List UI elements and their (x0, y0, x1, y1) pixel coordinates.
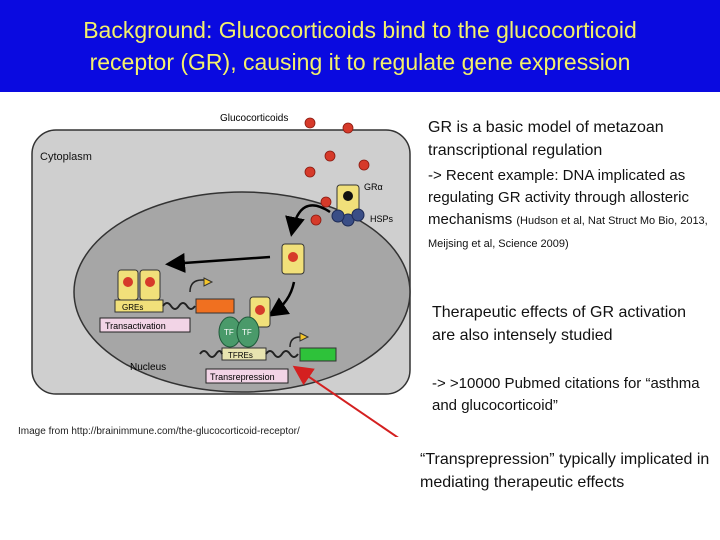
nucleus-region (73, 191, 411, 393)
title-line-1: Background: Glucocorticoids bind to the … (83, 17, 637, 43)
nucleus-label: Nucleus (130, 362, 166, 373)
bullet-recent-example-main: -> Recent example: DNA implicated as reg… (428, 167, 689, 228)
tfre-dna: TFREs (199, 332, 337, 362)
bullet-recent-example: -> Recent example: DNA implicated as reg… (428, 165, 718, 255)
glucocorticoids-label: Glucocorticoids (220, 113, 288, 124)
annotation-arrow (292, 365, 399, 437)
title-banner: Background: Glucocorticoids bind to the … (0, 0, 720, 92)
gres-label: GREs (122, 303, 143, 312)
nuclear-translocation-arrow (165, 252, 271, 273)
bullet-gr-model: GR is a basic model of metazoan transcri… (428, 119, 664, 159)
gr-hsp-complex (331, 184, 365, 227)
hsps-label: HSPs (370, 214, 394, 224)
gr-monomer (249, 296, 271, 328)
bullet-recent-example-citation: (Hudson et al, Nat Struct Mo Bio, 2013, … (428, 215, 708, 250)
tf-label-2: TF (242, 328, 252, 337)
tf-label-1: TF (224, 328, 234, 337)
gr-signaling-diagram: Glucocorticoids Cytoplasm GRα HSPs Nucle… (31, 113, 411, 437)
bullet-pubmed-citations: -> >10000 Pubmed citations for “asthma a… (432, 375, 700, 414)
transactivation-box (99, 317, 191, 333)
tf-pair: TF TF (218, 316, 260, 348)
transrepression-arrow (267, 281, 296, 317)
transactivation-label: Transactivation (105, 321, 166, 331)
tfres-label: TFREs (228, 351, 253, 360)
gr-dimer (117, 269, 161, 301)
activated-gr (281, 243, 305, 275)
transrepression-label: Transrepression (210, 372, 275, 382)
image-source-caption: Image from http://brainimmune.com/the-gl… (18, 426, 300, 437)
glucocorticoid-molecules (304, 117, 370, 226)
bullet-therapeutic-effects: Therapeutic effects of GR activation are… (432, 304, 687, 344)
bullet-transprepression: “Transprepression” typically implicated … (420, 451, 710, 491)
transrepression-box (205, 368, 289, 384)
gre-dna: GREs (114, 277, 235, 314)
gr-label: GRα (364, 182, 383, 192)
activation-arrow (285, 204, 331, 237)
title-line-2: receptor (GR), causing it to regulate ge… (89, 49, 631, 75)
cytoplasm-label: Cytoplasm (40, 151, 92, 163)
